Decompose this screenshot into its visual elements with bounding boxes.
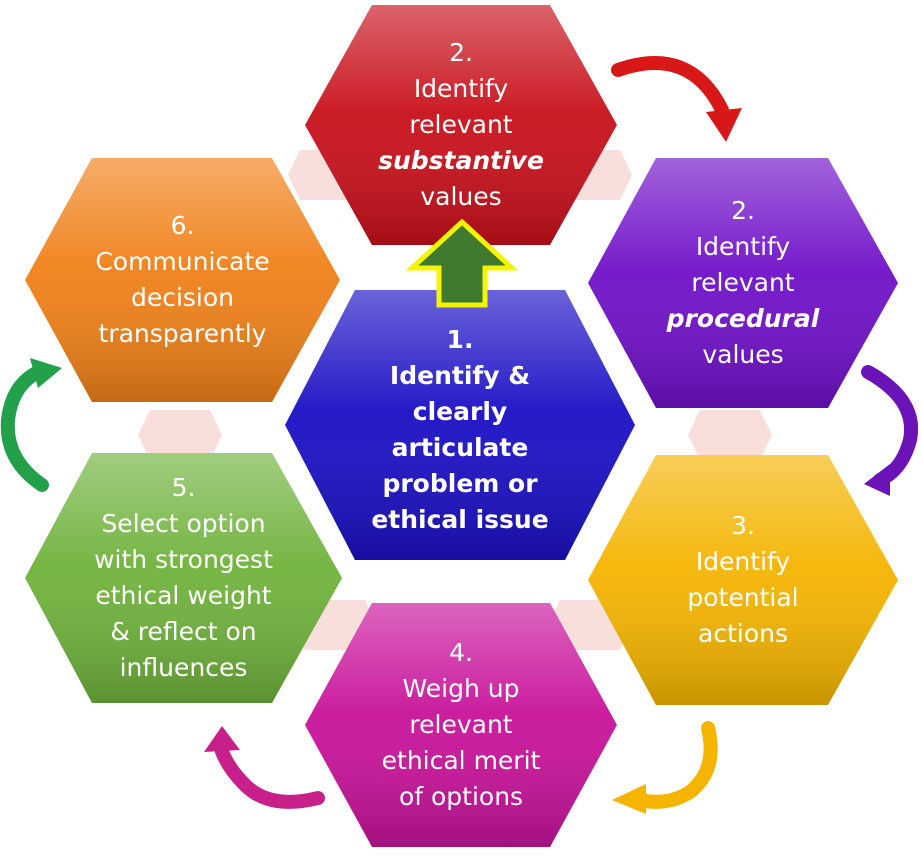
hex-procedural xyxy=(588,158,898,408)
hex-weigh xyxy=(305,603,617,847)
hex-select xyxy=(25,453,342,703)
curved-arrow-red-icon xyxy=(611,56,742,142)
hex-gloss xyxy=(25,453,342,703)
hex-gloss xyxy=(305,5,617,245)
hex-communicate xyxy=(25,158,340,402)
curved-arrow-yellow-icon xyxy=(612,721,718,814)
hex-substantive xyxy=(305,5,617,245)
hex-actions xyxy=(588,455,898,705)
hex-center xyxy=(285,290,635,560)
connector-shape xyxy=(688,410,772,460)
hex-gloss xyxy=(25,158,340,402)
connector-shape xyxy=(138,410,222,460)
hex-gloss xyxy=(305,603,617,847)
curved-arrow-green-icon xyxy=(0,358,62,492)
hex-gloss xyxy=(588,158,898,408)
hex-gloss xyxy=(588,455,898,705)
curved-arrow-magenta-icon xyxy=(204,726,325,809)
hex-gloss xyxy=(285,290,635,560)
curved-arrow-purple-icon xyxy=(861,365,919,496)
up-arrow-icon xyxy=(405,218,519,308)
cycle-arrows xyxy=(0,56,919,814)
